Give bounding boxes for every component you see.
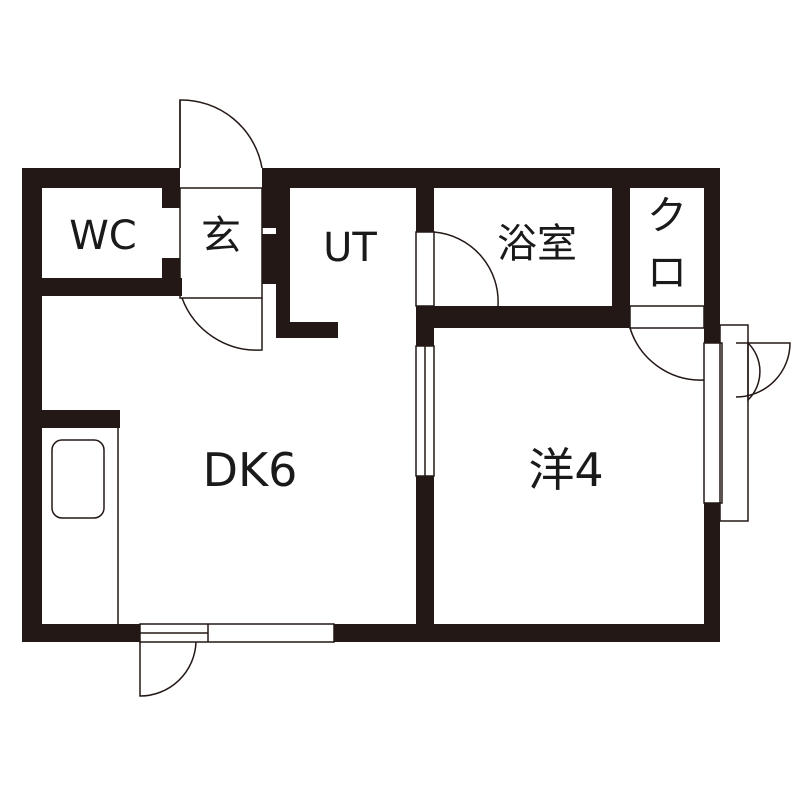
room-label-utility: UT — [323, 225, 377, 271]
wall-bath-bottom — [416, 306, 628, 328]
wall-center-low — [416, 476, 434, 642]
room-labels: WC 玄 UT 浴室 ク ロ DK6 洋4 — [69, 193, 687, 497]
sink-icon — [51, 439, 105, 519]
entrance-box — [179, 187, 263, 299]
interior-lines — [51, 99, 791, 697]
wall-wc-post — [162, 188, 180, 208]
closet-door-swing — [629, 327, 705, 381]
wall-right-upper — [704, 168, 720, 343]
room-label-dining-kitchen: DK6 — [203, 443, 298, 497]
room-label-closet-top: ク — [647, 193, 687, 239]
wall-center-top — [416, 168, 434, 232]
wall-bottom-right — [334, 624, 720, 642]
wall-bottom-left — [22, 624, 140, 642]
wall-top-right — [262, 168, 720, 188]
wall-right-lower — [704, 503, 720, 642]
bath-door-frame — [415, 231, 435, 307]
right-door-swing — [747, 341, 761, 402]
entrance-inner-door — [181, 297, 263, 351]
wall-bath-closet — [612, 168, 630, 326]
closet-door-frame — [629, 305, 705, 329]
bath-door-swing — [433, 231, 499, 307]
wall-kitchen-top — [22, 410, 120, 428]
walls — [22, 168, 720, 642]
wall-wc-bottom — [22, 278, 182, 296]
entrance-door-swing — [179, 99, 263, 169]
wall-top-left — [22, 168, 180, 188]
room-label-closet-bottom: ロ — [647, 250, 687, 296]
wall-wc-post-low — [162, 258, 180, 278]
room-label-entrance: 玄 — [201, 213, 241, 259]
room-label-western-room: 洋4 — [528, 443, 603, 497]
wall-left — [22, 168, 42, 642]
room-label-bath: 浴室 — [497, 221, 577, 267]
wall-entrance-ut — [262, 168, 276, 228]
right-window-outer — [719, 324, 749, 522]
wall-ut-left — [276, 188, 290, 338]
wall-ut-foot — [276, 322, 338, 338]
room-label-wc: WC — [69, 213, 136, 259]
bottom-door-swing — [139, 641, 197, 697]
right-window — [703, 342, 723, 504]
